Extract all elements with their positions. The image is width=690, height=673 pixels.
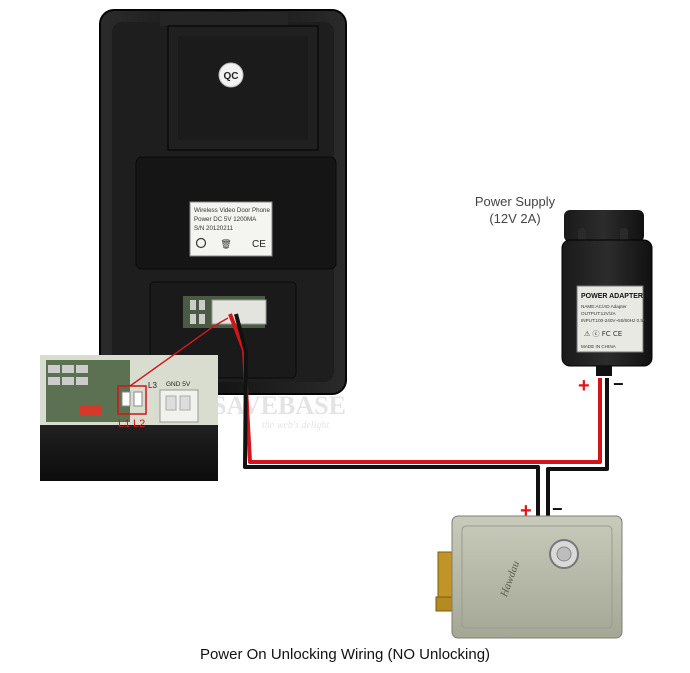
electric-lock: Hawdau bbox=[435, 515, 623, 639]
power-supply-title: Power Supply bbox=[474, 194, 556, 209]
lock-plus-sign: + bbox=[520, 500, 532, 522]
terminal-label-gnd-5v: GND 5V bbox=[166, 381, 191, 388]
zoom-pointer bbox=[129, 317, 229, 387]
recycle-bin-icon: 🗑 bbox=[220, 239, 231, 250]
door-unit-label: Wireless Video Door Phone Power DC 5V 12… bbox=[189, 201, 273, 257]
door-unit-label-line-2: Power DC 5V 1200MA bbox=[194, 216, 257, 223]
wire-black-psu-to-lock bbox=[546, 378, 609, 516]
power-supply-heading: Power Supply (12V 2A) bbox=[455, 193, 575, 227]
watermark-text: SAVEBASE bbox=[212, 391, 346, 420]
power-supply-rating: (12V 2A) bbox=[489, 211, 541, 226]
wire-black-unit-to-lock bbox=[234, 313, 540, 516]
power-adapter-cert-icons: ⚠ ⓒ FC CE bbox=[584, 330, 622, 338]
power-adapter-label-line-1: NAME:AC/AD Adapter bbox=[581, 304, 627, 309]
ce-mark: CE bbox=[252, 239, 266, 250]
terminal-label-l1: L1 bbox=[118, 418, 130, 430]
qc-badge-text: QC bbox=[224, 71, 239, 82]
power-adapter-label-title: POWER ADAPTER bbox=[581, 293, 643, 300]
watermark-tagline: the web's delight bbox=[262, 420, 329, 431]
power-adapter: POWER ADAPTER NAME:AC/AD Adapter OUTPUT:… bbox=[561, 210, 653, 376]
door-unit-label-line-3: S/N 20120211 bbox=[194, 225, 234, 232]
wire-red-unit-to-psu bbox=[228, 313, 602, 464]
qc-badge: QC bbox=[218, 62, 244, 88]
power-symbol-icon bbox=[195, 237, 207, 249]
power-adapter-label-line-3: INPUT:100-240V~50/60Hz 0.5A bbox=[581, 318, 647, 323]
lock-minus-sign: − bbox=[552, 499, 563, 519]
psu-minus-sign: − bbox=[613, 374, 624, 394]
terminal-label-l2: L2 bbox=[133, 418, 145, 430]
watermark: SAVEBASE the web's delight bbox=[212, 391, 346, 431]
terminal-zoom-inset: L3 GND 5V L1 L2 bbox=[40, 355, 218, 481]
diagram-caption: Power On Unlocking Wiring (NO Unlocking) bbox=[199, 646, 491, 663]
door-unit-label-line-1: Wireless Video Door Phone bbox=[194, 207, 270, 214]
wiring bbox=[228, 313, 609, 516]
psu-plus-sign: + bbox=[578, 375, 590, 397]
power-adapter-label-line-4: MADE IN CHINA bbox=[581, 344, 617, 349]
terminal-label-l3: L3 bbox=[148, 381, 157, 390]
power-adapter-label-line-2: OUTPUT:12V/2A bbox=[581, 311, 617, 316]
